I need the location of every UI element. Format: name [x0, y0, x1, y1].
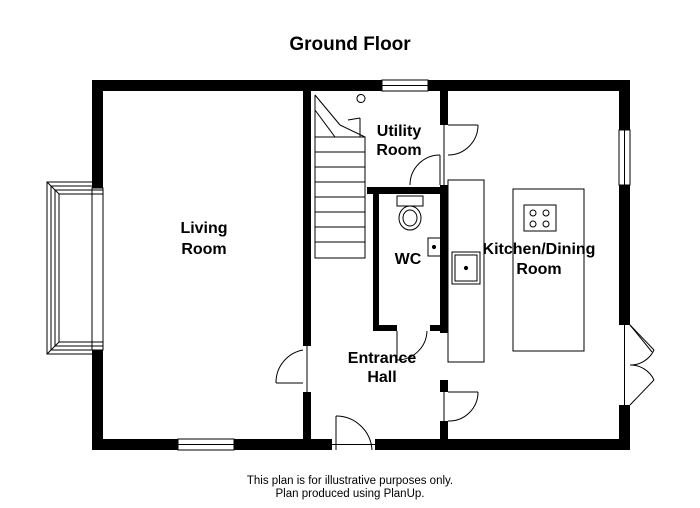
room-label-utility-line1: Utility	[377, 123, 422, 140]
credit-note: Plan produced using PlanUp.	[275, 488, 425, 500]
utility-door	[443, 124, 479, 185]
front-door	[332, 415, 375, 451]
hob-icon	[523, 204, 557, 232]
kitchen-sink	[451, 251, 481, 285]
doors	[275, 124, 655, 451]
hall-kitchen-door	[443, 391, 479, 422]
basin-icon	[427, 237, 442, 257]
french-doors	[624, 324, 655, 406]
room-label-kitchen-line2: Room	[516, 261, 561, 278]
toilet-icon	[396, 195, 424, 231]
room-label-utility-line2: Room	[376, 142, 421, 159]
room-label-hall-line1: Entrance	[348, 350, 417, 367]
exterior-walls	[92, 80, 630, 450]
wc-door	[396, 330, 428, 361]
room-label-kitchen-line1: Kitchen/Dining	[483, 241, 596, 258]
fixtures	[396, 179, 585, 363]
interior-walls	[303, 91, 448, 440]
kitchen-counter	[447, 179, 485, 363]
kitchen-island	[512, 188, 585, 352]
bay-window	[46, 181, 104, 355]
plan-title: Ground Floor	[289, 34, 411, 55]
windows	[46, 79, 631, 451]
room-label-living-line1: Living	[180, 220, 227, 237]
utility-inner-door	[409, 154, 441, 186]
living-door	[275, 346, 308, 392]
staircase	[314, 94, 366, 259]
room-label-living-line2: Room	[181, 241, 226, 258]
disclaimer-note: This plan is for illustrative purposes o…	[246, 475, 454, 487]
room-label-hall-line2: Hall	[367, 369, 396, 386]
room-label-wc: WC	[395, 251, 422, 268]
